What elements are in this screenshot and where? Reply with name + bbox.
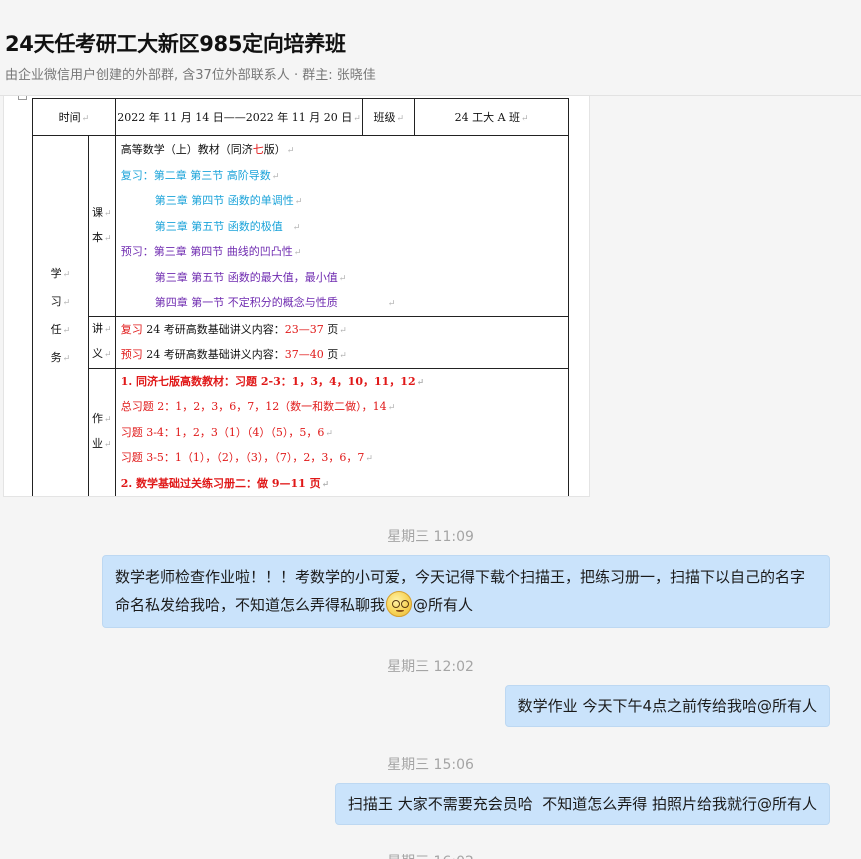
dizzy-face-emoji-icon — [386, 590, 413, 617]
textbook-label: 课↵ 本↵ — [87, 135, 116, 317]
message-bubble[interactable]: 数学作业 今天下午4点之前传给我哈@所有人 — [504, 685, 830, 727]
notes-row: 讲↵ 义↵ 复习 24 考研高数基础讲义内容：23—37 页↵ 预习 24 考研… — [33, 315, 570, 369]
time-row: 时间↵ 2022 年 11 月 14 日——2022 年 11 月 20 日↵ … — [32, 98, 569, 136]
next-row-partial: 题 — [33, 497, 569, 498]
message-timestamp: 星期三 12:02 — [387, 659, 474, 675]
study-plan-table: 时间↵ 2022 年 11 月 14 日——2022 年 11 月 20 日↵ … — [32, 98, 570, 498]
study-plan-image-message[interactable]: 时间↵ 2022 年 11 月 14 日——2022 年 11 月 20 日↵ … — [3, 96, 590, 497]
homework-content: 1. 同济七版高数教材：习题 2-3：1，3，4，10，11，12↵ 总习题 2… — [114, 367, 570, 496]
chat-subtitle: 由企业微信用户创建的外部群, 含37位外部联系人 · 群主: 张晓佳 — [5, 68, 376, 83]
image-corner-mark — [18, 96, 27, 100]
date-range-cell: 2022 年 11 月 14 日——2022 年 11 月 20 日↵ — [114, 98, 364, 136]
class-label-cell: 班级↵ — [362, 98, 416, 136]
next-row-label: 题 — [88, 497, 115, 498]
chat-title[interactable]: 24天任考研工大新区985定向培养班 — [5, 32, 346, 56]
notes-content: 复习 24 考研高数基础讲义内容：23—37 页↵ 预习 24 考研高数基础讲义… — [114, 315, 570, 369]
mention-all[interactable]: @所有人 — [413, 596, 474, 614]
homework-label: 作↵ 业↵ — [87, 367, 116, 496]
chat-header: 24天任考研工大新区985定向培养班 由企业微信用户创建的外部群, 含37位外部… — [0, 0, 861, 96]
message-timestamp: 星期三 16:02 — [0, 851, 861, 859]
message-timestamp: 星期三 15:06 — [387, 757, 474, 773]
message-text: 扫描王 大家不需要充会员哈 不知道怎么弄得 拍照片给我就行@所有人 — [347, 795, 817, 813]
time-label-cell: 时间↵ — [32, 98, 116, 136]
message-text: 数学老师检查作业啦！！！考数学的小可爱，今天记得下载个扫描王，把练习册一，扫描下… — [115, 568, 806, 614]
textbook-content: 高等数学（上）教材（同济七版）↵ 复习：第二章 第三节 高阶导数↵ 第三章 第四… — [114, 135, 570, 317]
message-text: 数学作业 今天下午4点之前传给我哈@所有人 — [517, 697, 817, 715]
homework-row: 作↵ 业↵ 1. 同济七版高数教材：习题 2-3：1，3，4，10，11，12↵… — [33, 367, 570, 496]
message-bubble[interactable]: 扫描王 大家不需要充会员哈 不知道怎么弄得 拍照片给我就行@所有人 — [334, 783, 830, 825]
study-tasks-label: 学↵ 习↵ 任↵ 务↵ — [32, 135, 89, 496]
message-bubble[interactable]: 数学老师检查作业啦！！！考数学的小可爱，今天记得下载个扫描王，把练习册一，扫描下… — [102, 555, 830, 628]
textbook-row: 学↵ 习↵ 任↵ 务↵ 课↵ 本↵ 高等数学（上）教材（同济七版）↵ 复习：第二… — [32, 135, 570, 496]
class-value-cell: 24 工大 A 班↵ — [414, 98, 569, 136]
message-timestamp: 星期三 11:09 — [387, 529, 474, 545]
notes-label: 讲↵ 义↵ — [87, 315, 116, 369]
